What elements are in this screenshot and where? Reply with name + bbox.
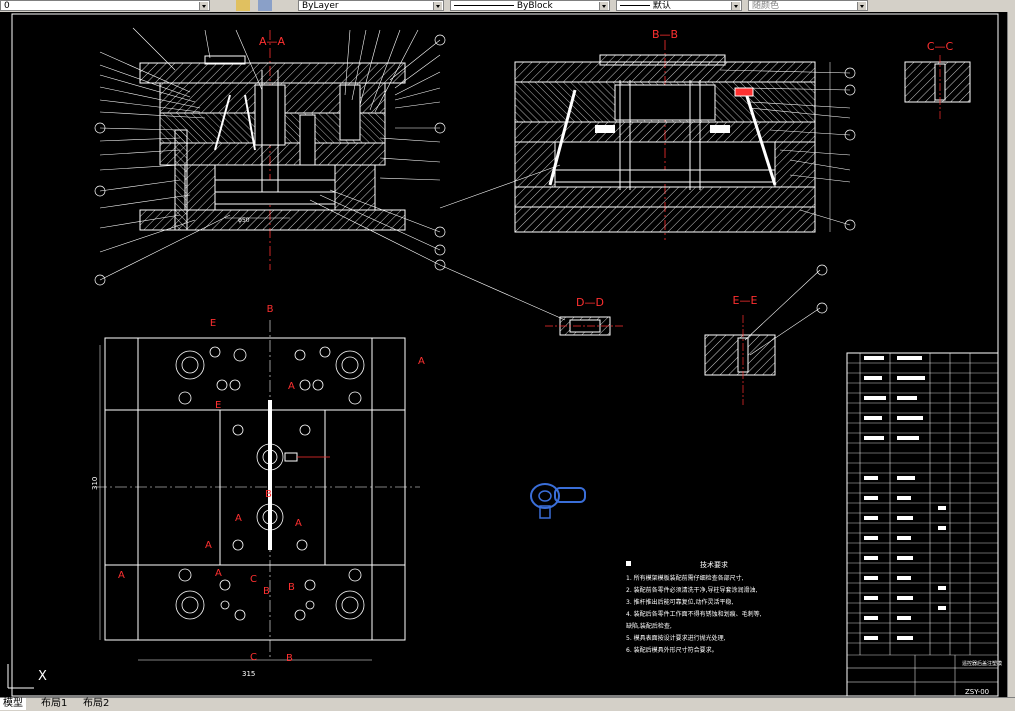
view-label-aa: A—A (259, 35, 286, 48)
layer-dropdown[interactable]: 0 (0, 0, 210, 11)
bb-balloons (844, 67, 856, 231)
svg-text:A: A (235, 513, 242, 524)
section-dd-view: D—D (439, 264, 625, 336)
svg-text:4. 装配后各零件工作面不得有锈蚀和划痕、毛刺等,: 4. 装配后各零件工作面不得有锈蚀和划痕、毛刺等, (626, 610, 762, 618)
layer-states-icon[interactable] (236, 0, 250, 11)
chevron-down-icon (599, 2, 608, 10)
svg-text:5. 模具表面按设计要求进行抛光处理,: 5. 模具表面按设计要求进行抛光处理, (626, 634, 726, 642)
svg-text:6. 装配后模具外形尺寸符合要求。: 6. 装配后模具外形尺寸符合要求。 (626, 646, 718, 654)
lineweight-sample (620, 5, 650, 6)
svg-text:A: A (295, 518, 302, 529)
chevron-down-icon (731, 2, 740, 10)
aa-leaders (99, 27, 441, 281)
plotstyle-dropdown[interactable]: 随颜色 (748, 0, 868, 11)
svg-text:A: A (215, 568, 222, 579)
chevron-down-icon (857, 2, 866, 10)
tech-title: 技术要求 (700, 560, 728, 569)
svg-text:A: A (288, 381, 295, 392)
layout-tab-bar: 模型 布局1 布局2 (0, 697, 1015, 711)
section-cc-view: C—C (904, 40, 971, 120)
view-label-ee: E—E (733, 294, 758, 307)
chevron-down-icon (199, 2, 208, 10)
technical-requirements: 技术要求 1. 所有模架模板装配前需仔细检查各部尺寸, 2. 装配前各零件必须清… (626, 560, 762, 654)
dim-inner: φ50 (238, 217, 250, 224)
svg-text:3. 推杆推出后能可靠复位,动作灵活平稳,: 3. 推杆推出后能可靠复位,动作灵活平稳, (626, 598, 734, 606)
svg-text:B: B (286, 653, 293, 664)
svg-text:C: C (250, 652, 257, 663)
linetype-sample (454, 5, 514, 6)
svg-text:B: B (288, 582, 295, 593)
tab-model[interactable]: 模型 (0, 698, 26, 710)
color-dropdown[interactable]: ByLayer (298, 0, 444, 11)
svg-text:A: A (418, 356, 425, 367)
color-value: ByLayer (302, 1, 339, 11)
properties-toolbar: 0 ByLayer ByBlock 默认 随颜色 (0, 0, 1015, 13)
tab-layout2[interactable]: 布局2 (83, 698, 110, 709)
svg-text:B: B (263, 586, 270, 597)
lineweight-dropdown[interactable]: 默认 (616, 0, 742, 11)
view-label-cc: C—C (927, 40, 954, 53)
dim-width: 315 (242, 670, 255, 678)
drawing-svg: A—A φ50 (11, 13, 1002, 697)
section-ee-view: E—E (704, 264, 828, 405)
layer-previous-icon[interactable] (258, 0, 272, 11)
layer-value: 0 (4, 1, 10, 11)
tab-layout1[interactable]: 布局1 (41, 698, 68, 709)
svg-text:B: B (267, 304, 274, 315)
view-label-bb: B—B (652, 28, 678, 41)
svg-text:A: A (118, 570, 125, 581)
parts-list-table: 遥控器后盖注塑模 ZSY-00 (846, 352, 1002, 697)
dim-height: 310 (91, 477, 99, 490)
svg-text:C: C (250, 574, 257, 585)
part-3d-icon (530, 483, 586, 519)
chevron-down-icon (433, 2, 442, 10)
section-aa-view: A—A φ50 (139, 30, 406, 270)
view-label-dd: D—D (576, 296, 604, 309)
svg-text:B: B (265, 489, 272, 500)
vertical-scrollbar[interactable] (1007, 12, 1015, 697)
section-bb-view: B—B (514, 28, 831, 240)
ucs-x-label: X (38, 669, 47, 684)
svg-text:A: A (205, 540, 212, 551)
linetype-value: ByBlock (516, 1, 553, 11)
drawing-canvas[interactable]: A—A φ50 (0, 12, 1007, 697)
title-block-drawing-no: ZSY-00 (965, 688, 989, 696)
plotstyle-value: 随颜色 (752, 1, 780, 11)
linetype-dropdown[interactable]: ByBlock (450, 0, 610, 11)
svg-text:缺陷,装配后检查,: 缺陷,装配后检查, (626, 622, 672, 630)
plan-view: 315 310 (91, 320, 420, 678)
lineweight-value: 默认 (652, 1, 671, 11)
svg-text:2. 装配前各零件必须清洗干净,导柱导套涂润滑油,: 2. 装配前各零件必须清洗干净,导柱导套涂润滑油, (626, 586, 758, 594)
section-markers: B E A A E B A A A A A C B B C B (118, 304, 425, 664)
ucs-icon: X (6, 662, 56, 696)
svg-text:E: E (215, 400, 221, 411)
bb-leaders (439, 69, 851, 226)
svg-text:E: E (210, 318, 216, 329)
svg-text:1. 所有模架模板装配前需仔细检查各部尺寸,: 1. 所有模架模板装配前需仔细检查各部尺寸, (626, 574, 744, 582)
aa-balloons (94, 34, 446, 286)
title-block-name: 遥控器后盖注塑模 (962, 660, 1002, 667)
